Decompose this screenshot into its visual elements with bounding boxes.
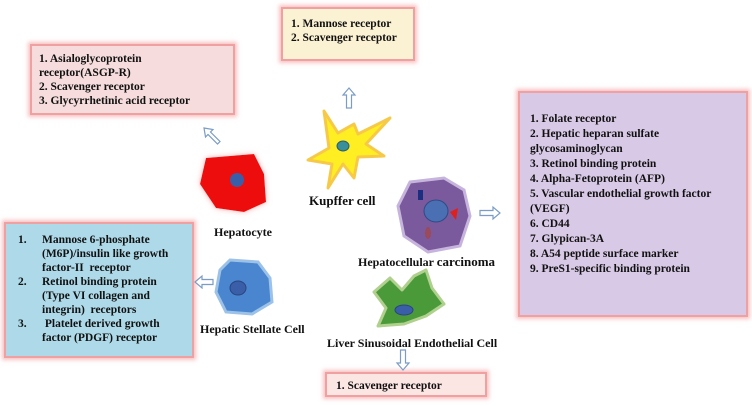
up-arrow-icon: [341, 87, 357, 109]
receptor-item: 3. Glycyrrhetinic acid receptor: [39, 95, 191, 107]
lsec-label: Liver Sinusoidal Endothelial Cell: [327, 336, 498, 350]
lsec-nucleus: [394, 304, 414, 316]
receptor-item: 9. PreS1-specific binding protein: [530, 263, 690, 275]
kupffer-cell-body: [306, 109, 392, 190]
receptor-item: 1. Asialoglycoprotein: [39, 53, 142, 65]
receptor-item: 8. A54 peptide surface marker: [530, 248, 679, 260]
hcc-label-part1: Hepatocellular: [358, 255, 437, 269]
lsec-cell-shape: [372, 268, 446, 328]
lsec-cell-body: [372, 268, 446, 328]
hcc-organelle: [425, 227, 431, 239]
lsec-receptor-box: 1. Scavenger receptor: [325, 372, 487, 397]
hepatocyte-label: Hepatocyte: [214, 225, 272, 239]
kupffer-receptor-box: 1. Mannose receptor 2. Scavenger recepto…: [281, 7, 415, 61]
kupffer-cell-label: Kupffer cell: [309, 193, 376, 208]
receptor-item: 2. Hepatic heparan sulfate: [530, 128, 660, 140]
stellate-nucleus: [229, 280, 247, 296]
receptor-item: receptor(ASGP-R): [39, 67, 131, 79]
receptor-item: 3. Retinol binding protein: [530, 158, 657, 170]
kupffer-cell-shape: [306, 109, 392, 190]
receptor-item: 1. Folate receptor: [530, 113, 617, 125]
left-arrow-icon: [194, 274, 214, 290]
receptor-item: (VEGF): [530, 203, 570, 215]
up-left-arrow-icon: [203, 127, 221, 145]
hcc-label-part2: carcinoma: [436, 254, 496, 269]
receptor-item: 1. Mannose 6-phosphate(M6P)/insulin like…: [18, 233, 192, 275]
receptor-text: Retinol binding protein(Type VI collagen…: [42, 276, 157, 316]
receptor-item: 4. Alpha-Fetoprotein (AFP): [530, 173, 665, 185]
receptor-text: Mannose 6-phosphate(M6P)/insulin like gr…: [42, 234, 169, 274]
hcc-organelle: [450, 208, 458, 220]
receptor-number: 3.: [18, 318, 27, 330]
receptor-item: 5. Vascular endothelial growth factor: [530, 188, 712, 200]
hepatocyte-nucleus: [230, 173, 244, 187]
stellate-label: Hepatic Stellate Cell: [200, 322, 305, 336]
stellate-cell-shape: [214, 258, 274, 316]
receptor-item: 7. Glypican-3A: [530, 233, 605, 245]
hepatocyte-cell-shape: [200, 154, 266, 212]
hcc-nucleus: [423, 199, 449, 223]
right-arrow-icon: [479, 205, 501, 221]
stellate-receptor-box: 1. Mannose 6-phosphate(M6P)/insulin like…: [4, 222, 194, 358]
receptor-number: 2.: [18, 276, 27, 288]
receptor-item: 6. CD44: [530, 218, 570, 230]
receptor-item: 2. Scavenger receptor: [291, 32, 397, 44]
receptor-item: 2. Retinol binding protein(Type VI colla…: [18, 275, 192, 317]
receptor-item: 1. Mannose receptor: [291, 18, 392, 30]
hcc-label: Hepatocellular carcinoma: [358, 253, 495, 271]
kupffer-nucleus: [336, 140, 350, 152]
receptor-number: 1.: [18, 234, 27, 246]
receptor-item: 1. Scavenger receptor: [336, 380, 442, 392]
down-arrow-icon: [395, 349, 411, 371]
hcc-organelle: [418, 190, 423, 200]
hcc-cell-shape: [396, 176, 472, 254]
hepatocyte-receptor-box: 1. Asialoglycoprotein receptor(ASGP-R) 2…: [30, 44, 235, 115]
receptor-item: glycosaminoglycan: [530, 143, 623, 155]
receptor-item: 2. Scavenger receptor: [39, 81, 145, 93]
hcc-receptor-box: 1. Folate receptor 2. Hepatic heparan su…: [518, 91, 748, 317]
